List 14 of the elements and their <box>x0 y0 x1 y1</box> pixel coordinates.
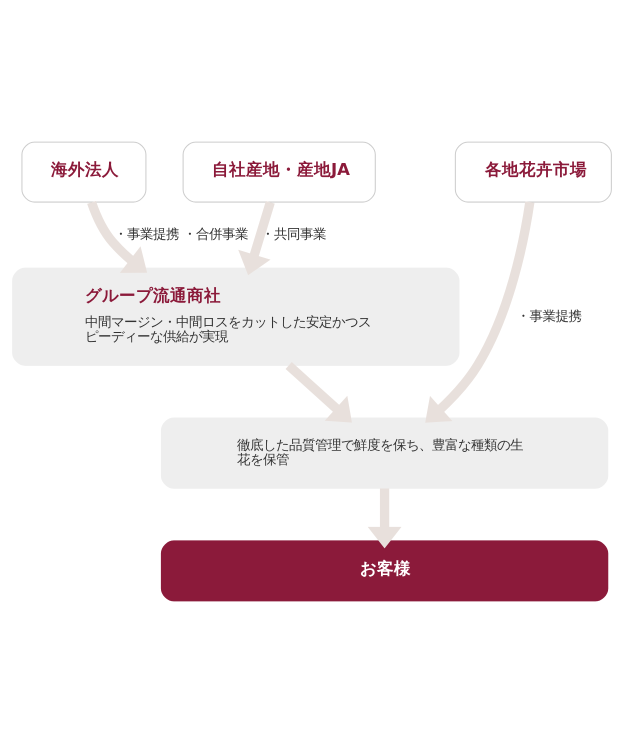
arrow <box>425 201 534 423</box>
node-box: 各地花卉市場 <box>454 142 612 203</box>
arrow <box>238 200 275 276</box>
node-box: お客様 <box>160 540 608 602</box>
node-box: 海外法人 <box>21 142 146 203</box>
edge-label: ・共同事業 <box>261 228 326 243</box>
arrow <box>368 488 402 548</box>
node-box: グループ流通商社 中間マージン・中間ロスをカットした安定かつスピーディーな供給が実現 <box>12 268 460 366</box>
node-box: 自社産地・産地JA <box>182 142 376 203</box>
edge-label: ・事業提携 <box>516 309 582 324</box>
arrow <box>286 362 352 423</box>
arrow <box>87 200 148 273</box>
edge-label: ・事業提携 ・合併事業 <box>114 228 248 243</box>
node-box: 徹底した品質管理で鮮度を保ち、豊富な種類の生花を保管 <box>160 417 608 489</box>
